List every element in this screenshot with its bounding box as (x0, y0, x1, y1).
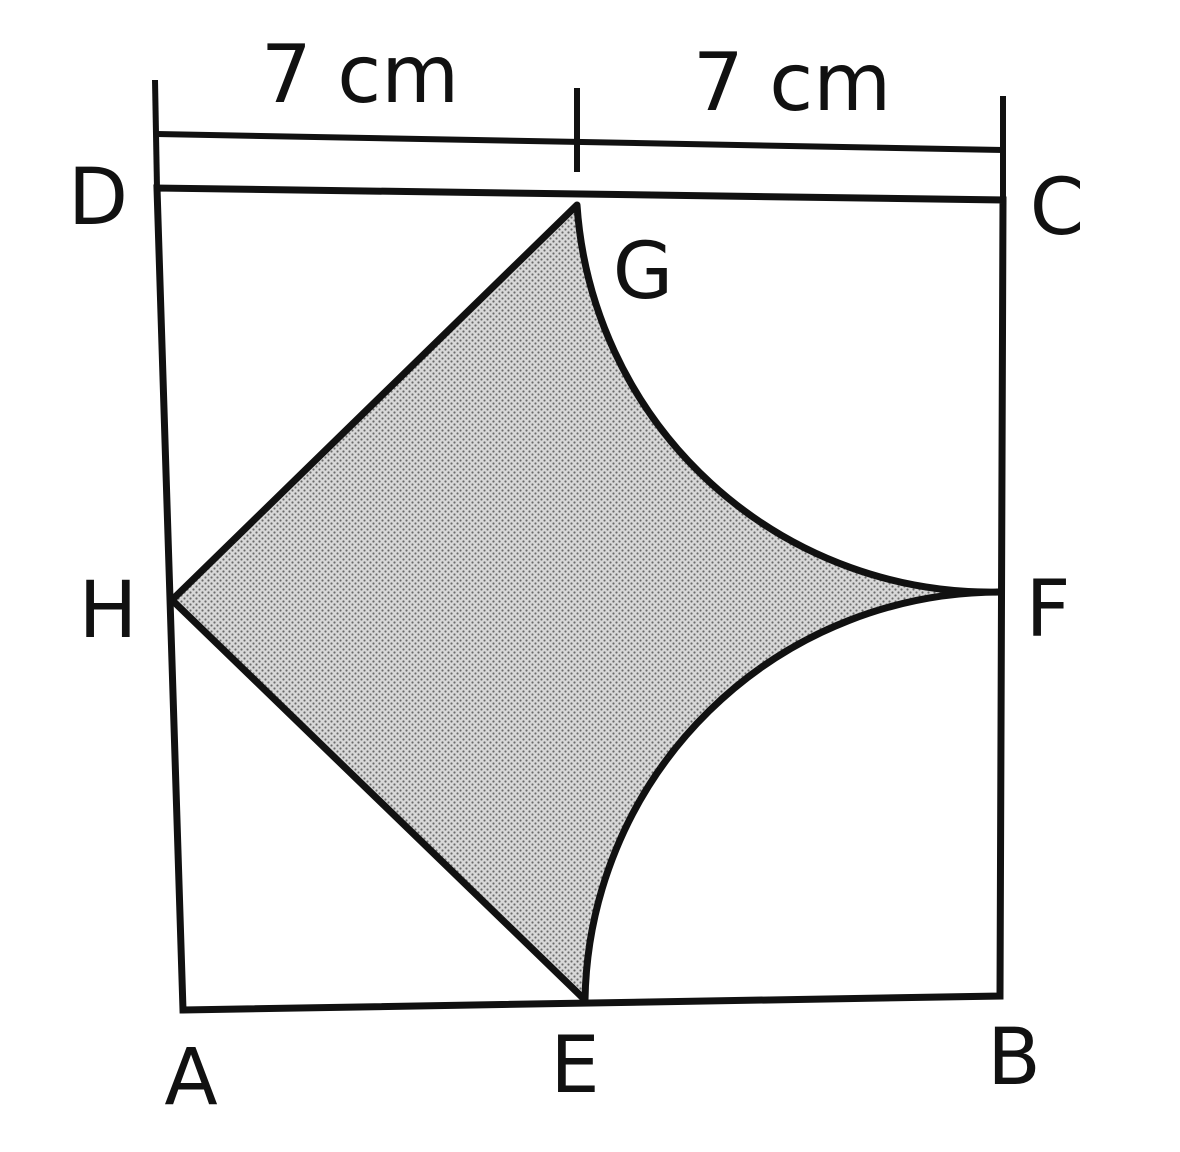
point-label-g: G (613, 227, 673, 317)
dimension-tick-left (152, 79, 160, 189)
point-label-c: C (1030, 163, 1084, 253)
point-label-a: A (164, 1033, 217, 1123)
dimension-label-left: 7 cm (261, 28, 459, 121)
shaded-region (168, 201, 1004, 1004)
point-label-b: B (987, 1013, 1041, 1103)
point-label-d: D (68, 153, 128, 243)
point-label-h: H (79, 566, 138, 656)
point-label-e: E (550, 1021, 599, 1111)
point-label-f: F (1026, 565, 1071, 655)
dimension-label-right: 7 cm (693, 36, 891, 129)
square-abcd (153, 184, 1007, 1014)
dimension-line (152, 79, 1006, 202)
